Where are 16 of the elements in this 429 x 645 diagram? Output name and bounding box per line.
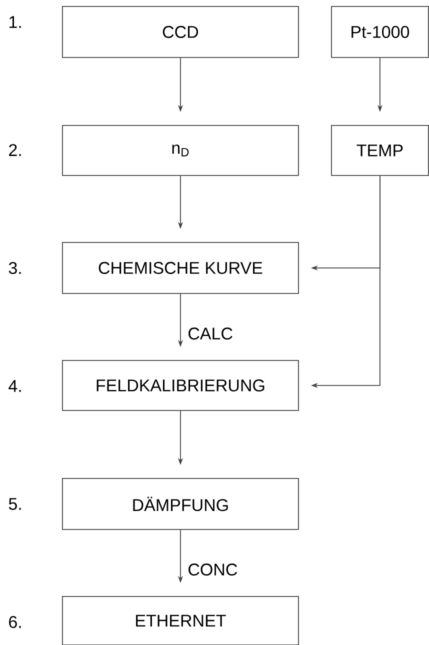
process-box: n$_{D}$ [62, 125, 299, 176]
process-box: DÄMPFUNG [62, 478, 299, 530]
process-box: ETHERNET [62, 596, 299, 645]
process-box: CCD [62, 6, 299, 58]
step-number: 5. [8, 498, 21, 510]
edge-label: CALC [188, 328, 232, 340]
process-box: CHEMISCHE KURVE [62, 242, 299, 294]
step-number: 3. [8, 262, 21, 274]
step-number: 2. [9, 144, 21, 156]
edge-label: CONC [188, 564, 238, 576]
step-number: 4. [8, 380, 21, 392]
process-box: Pt-1000 [331, 6, 429, 58]
step-number: 1. [10, 16, 21, 28]
process-box: FELDKALIBRIERUNG [62, 360, 299, 411]
process-box: TEMP [331, 125, 429, 176]
step-number: 6. [9, 616, 21, 628]
